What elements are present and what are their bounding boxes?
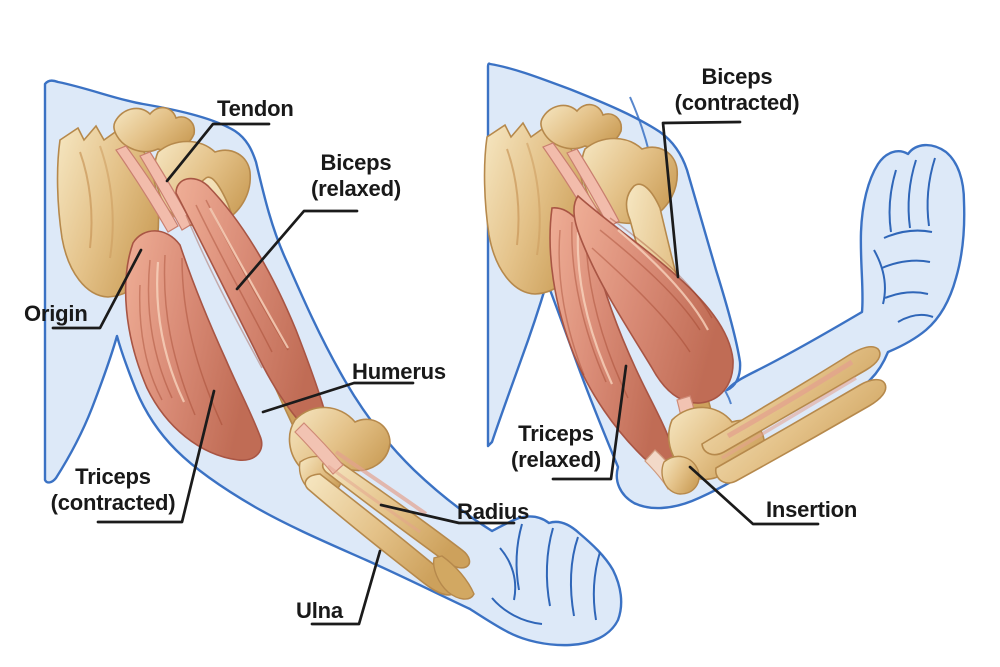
ulna-bone-right <box>714 378 887 484</box>
biceps-striations-right <box>591 217 713 353</box>
triceps-contracted-leader-line <box>96 389 216 524</box>
forearm-strands-left <box>327 450 428 534</box>
triceps-highlight-right <box>576 231 614 385</box>
triceps-muscle-left <box>124 230 263 461</box>
biceps-highlight-right <box>617 229 709 331</box>
biceps-contracted-leader-line <box>661 120 742 279</box>
biceps-relaxed-leader-line <box>235 209 359 291</box>
label-triceps-contracted: Triceps (contracted) <box>50 464 176 515</box>
label-humerus: Humerus <box>352 359 446 384</box>
triceps-striations-right <box>558 221 629 399</box>
biceps-muscle-right <box>573 194 734 404</box>
label-insertion: Insertion <box>766 497 858 522</box>
olecranon-right <box>661 455 700 495</box>
label-biceps-contracted: Biceps (contracted) <box>674 64 800 115</box>
label-triceps-relaxed: Triceps (relaxed) <box>511 421 601 472</box>
biceps-highlight-left <box>209 207 289 349</box>
origin-leader-line <box>51 248 143 330</box>
biceps-tendon-distal-left <box>294 422 344 475</box>
figure-flexed-arm <box>483 62 966 510</box>
triceps-relaxed-leader-line <box>551 364 628 481</box>
ulna-bone-left <box>304 473 456 596</box>
label-radius: Radius <box>457 499 530 524</box>
ulna-leader-line <box>310 549 382 626</box>
figure-extended-arm <box>43 79 623 647</box>
radius-leader-line <box>379 503 516 525</box>
label-tendon: Tendon <box>217 96 294 121</box>
tendon-leader-line <box>165 122 271 183</box>
humerus-leader-line <box>261 381 415 414</box>
fist-creases-left <box>491 523 601 625</box>
leader-lines <box>51 120 820 626</box>
label-origin: Origin <box>24 301 88 326</box>
triceps-highlight-left <box>156 261 185 403</box>
insertion-leader-line <box>688 465 820 526</box>
triceps-striations-left <box>138 254 223 426</box>
wrist-bone-tip-left <box>432 555 475 600</box>
label-biceps-relaxed: Biceps (relaxed) <box>311 150 401 201</box>
label-ulna: Ulna <box>296 598 343 623</box>
fist-creases-right <box>873 157 936 323</box>
forearm-strands-right <box>721 359 857 460</box>
